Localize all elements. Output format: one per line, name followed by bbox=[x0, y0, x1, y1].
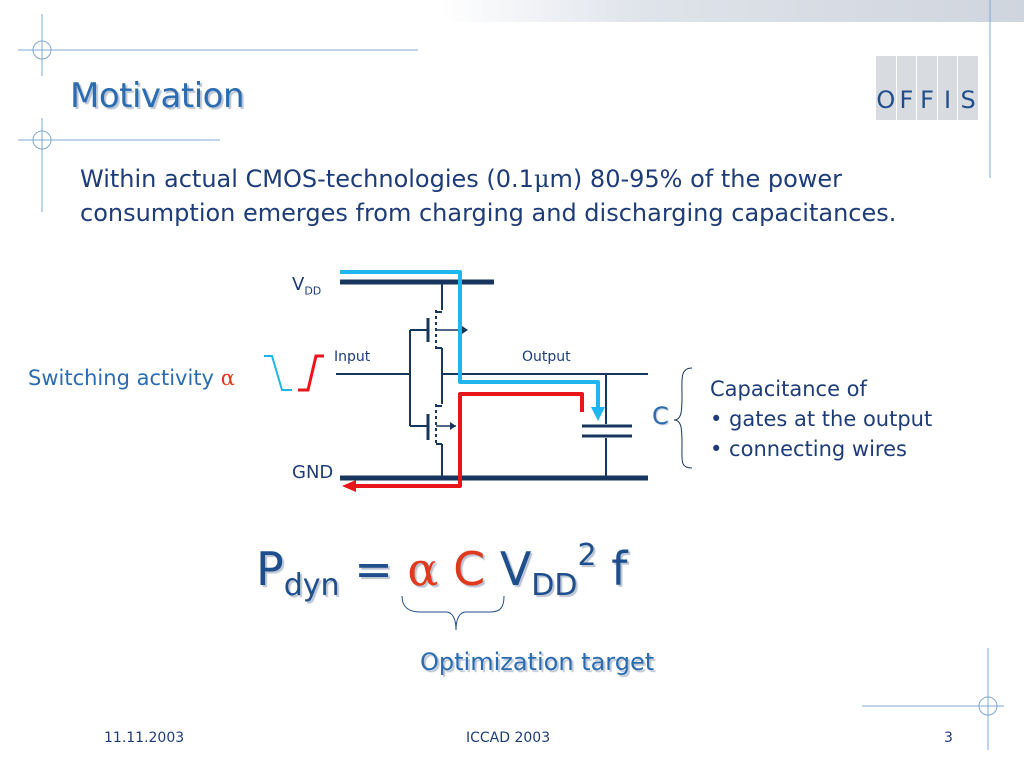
formula-v-sup: 2 bbox=[577, 538, 597, 573]
optimization-target-label: Optimization target bbox=[420, 648, 655, 676]
formula-c: C bbox=[453, 542, 486, 596]
intro-line-2: consumption emerges from charging and di… bbox=[80, 199, 897, 227]
alpha-symbol: α bbox=[220, 366, 235, 390]
top-gradient-band bbox=[440, 0, 1024, 22]
slide-title: Motivation bbox=[70, 76, 245, 116]
switching-waveform-rise bbox=[298, 354, 324, 392]
switching-text: Switching activity bbox=[28, 366, 214, 390]
intro-text-start: Within actual CMOS-technologies (0.1 bbox=[80, 165, 534, 193]
formula-v-sub: DD bbox=[531, 568, 578, 603]
logo-letter: O bbox=[876, 56, 897, 120]
capacitance-title: Capacitance of bbox=[710, 377, 867, 401]
intro-paragraph: Within actual CMOS-technologies (0.1μm) … bbox=[80, 162, 896, 230]
logo-letter: F bbox=[896, 56, 918, 120]
capacitance-item: • gates at the output bbox=[710, 407, 933, 431]
input-label: Input bbox=[334, 349, 371, 365]
logo-letter: I bbox=[937, 56, 959, 120]
capacitor-label: C bbox=[652, 402, 669, 430]
capacitance-list: Capacitance of • gates at the output • c… bbox=[710, 374, 932, 464]
discharge-path bbox=[342, 392, 584, 492]
capacitance-item: • connecting wires bbox=[710, 437, 907, 461]
footer-date: 11.11.2003 bbox=[104, 730, 185, 746]
vdd-label: VDD bbox=[292, 274, 321, 298]
gnd-label: GND bbox=[292, 462, 334, 483]
intro-line-1: Within actual CMOS-technologies (0.1μm) … bbox=[80, 162, 896, 196]
footer-conference: ICCAD 2003 bbox=[466, 730, 551, 746]
optimization-brace bbox=[401, 595, 505, 631]
logo-letter: S bbox=[958, 56, 979, 120]
charge-path bbox=[340, 270, 605, 421]
intro-text-end: m) 80-95% of the power bbox=[549, 165, 843, 193]
switching-activity-label: Switching activity α bbox=[28, 366, 235, 390]
formula-p: P bbox=[256, 542, 284, 596]
vdd-v: V bbox=[292, 274, 305, 295]
formula-f: f bbox=[611, 542, 628, 596]
formula-v: V bbox=[499, 542, 532, 596]
formula-alpha: α bbox=[407, 542, 439, 596]
capacitance-brace bbox=[673, 367, 693, 469]
switching-waveform-fall bbox=[264, 355, 292, 391]
offis-logo: O F F I S bbox=[876, 56, 979, 120]
vdd-subscript: DD bbox=[304, 284, 322, 298]
formula-p-sub: dyn bbox=[283, 568, 340, 603]
logo-letter: F bbox=[917, 56, 938, 120]
mu-symbol: μ bbox=[533, 165, 550, 193]
footer-page-number: 3 bbox=[944, 730, 953, 746]
power-formula: Pdyn = α C VDD2 f bbox=[256, 538, 627, 603]
output-label: Output bbox=[522, 349, 571, 365]
formula-equals: = bbox=[354, 542, 393, 596]
